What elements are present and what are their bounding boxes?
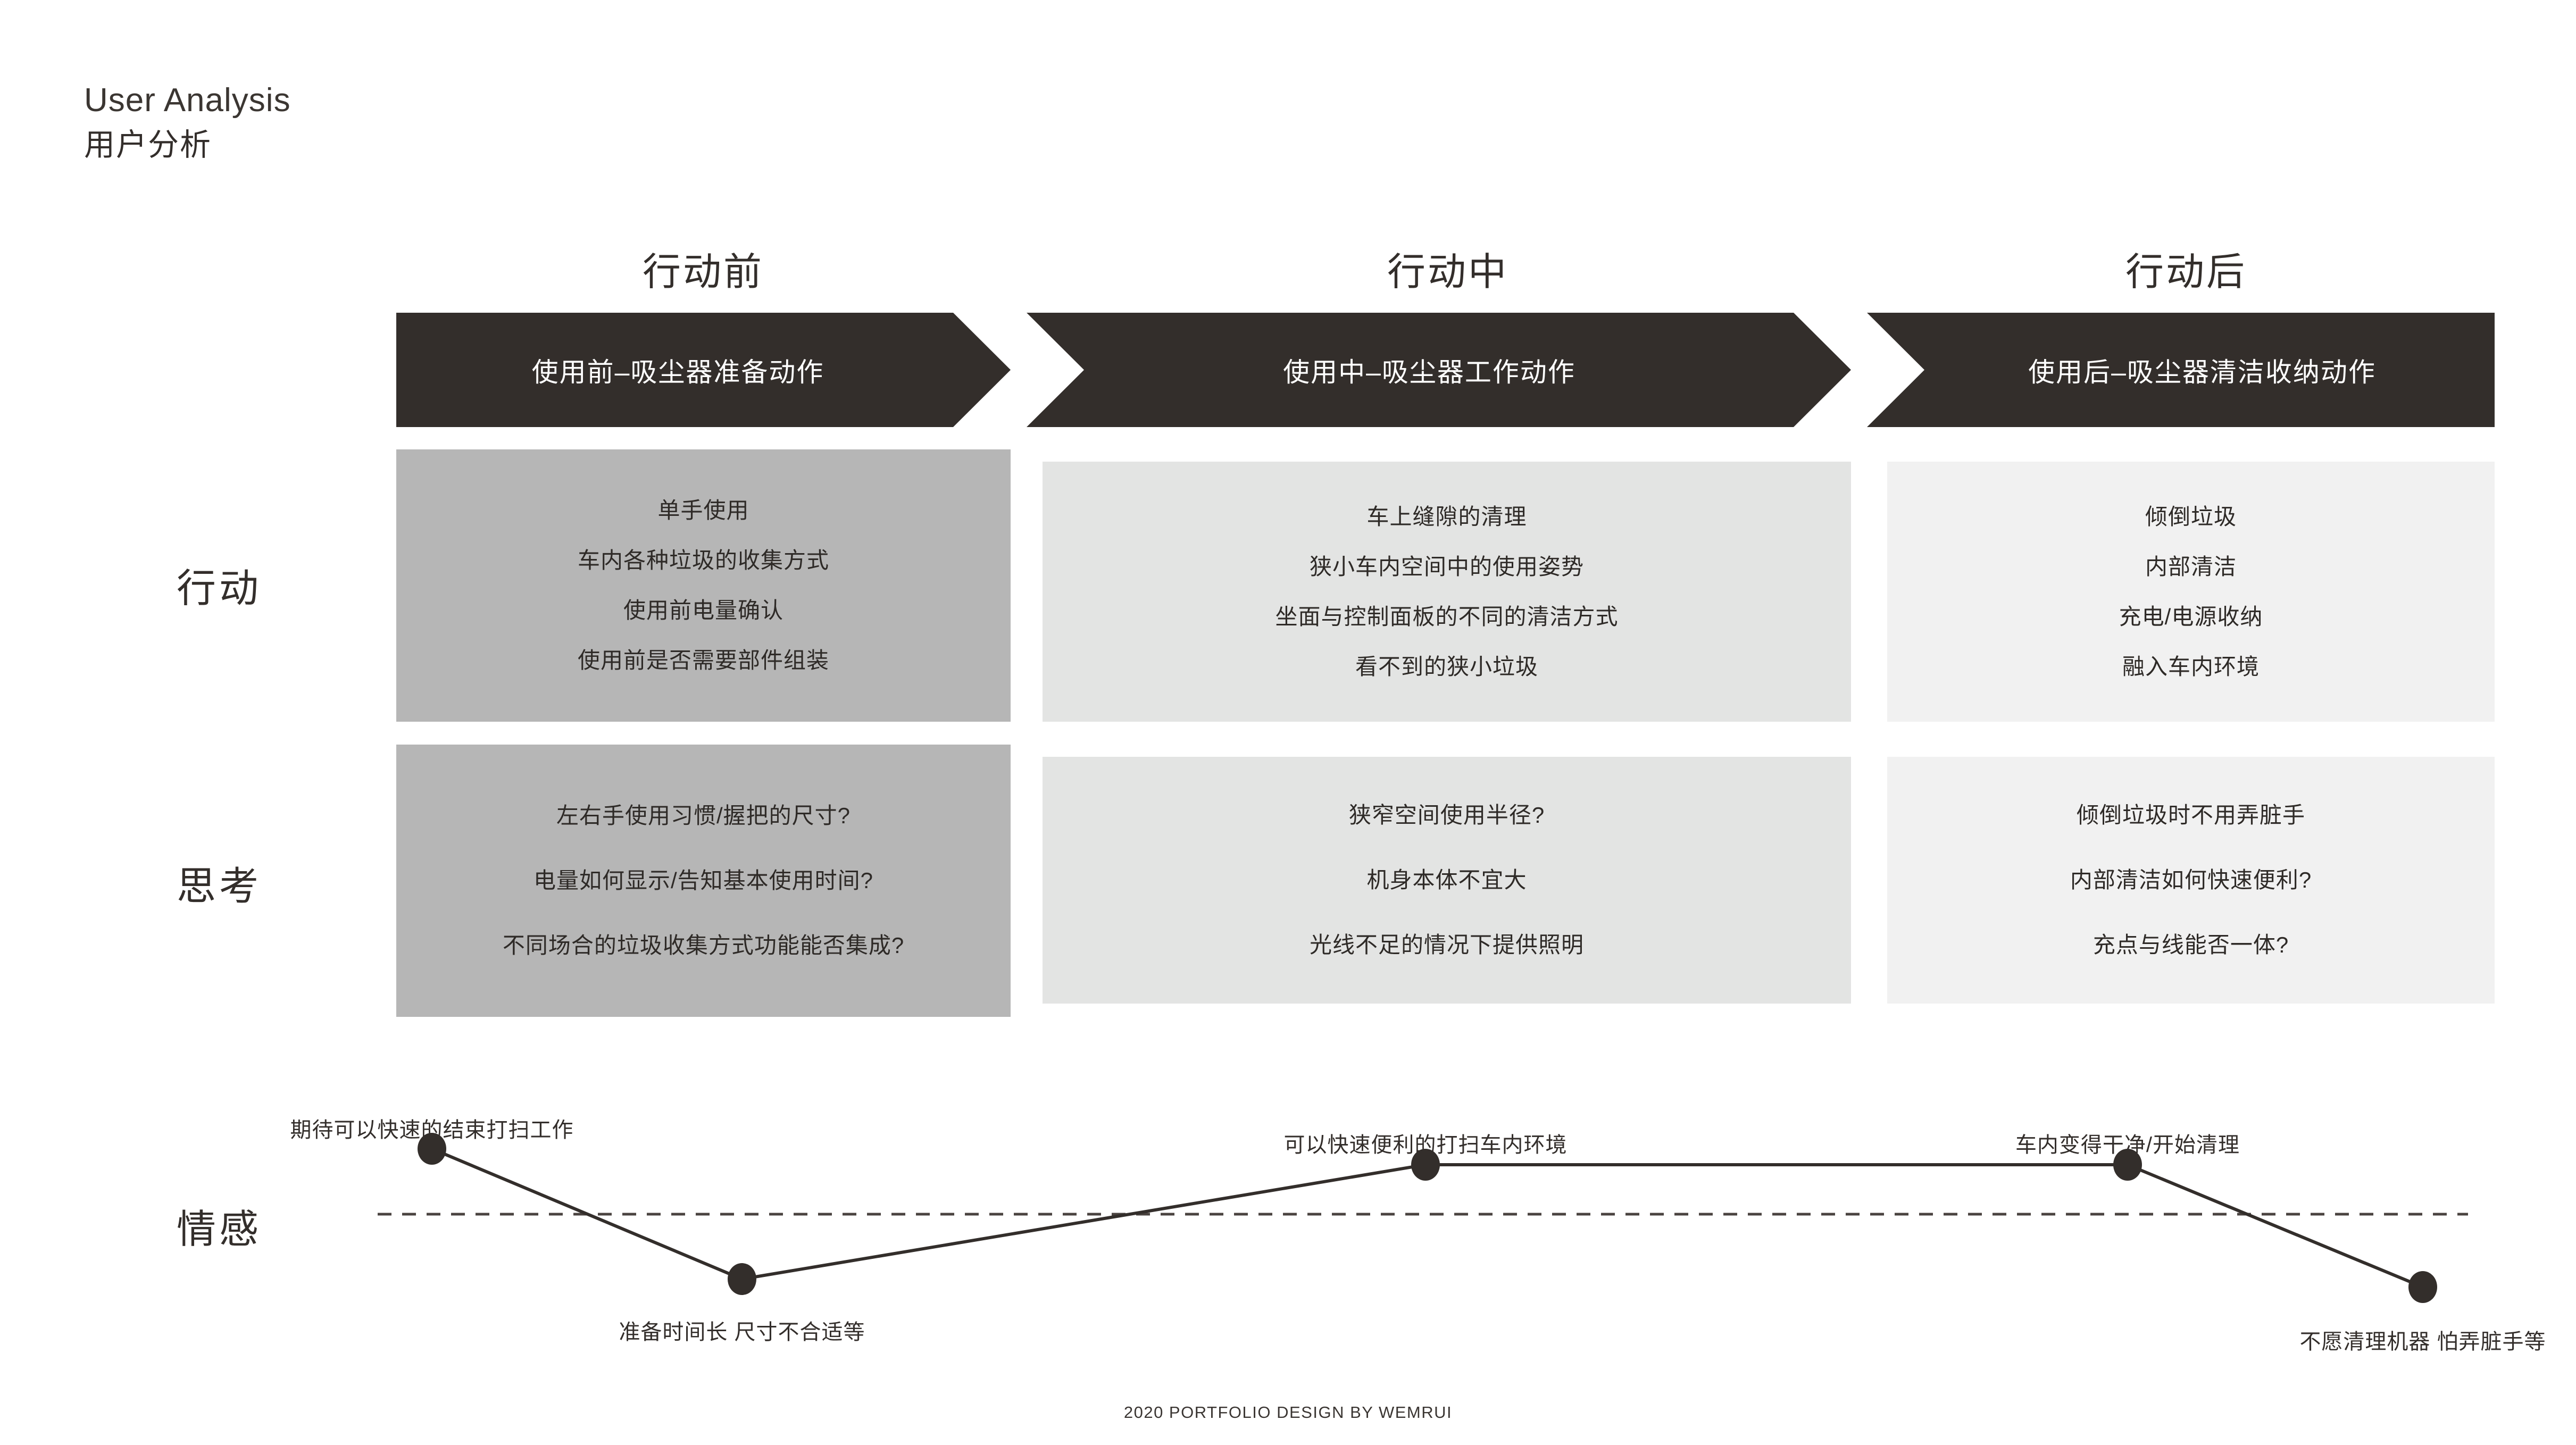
action-item: 看不到的狭小垃圾: [1355, 654, 1538, 679]
emotion-point-label: 可以快速便利的打扫车内环境: [1283, 1133, 1568, 1157]
row-label-emotion: 情感: [177, 1207, 262, 1251]
stage-heading-before: 行动前: [642, 251, 764, 294]
thinking-cell-after: 倾倒垃圾时不用弄脏手 内部清洁如何快速便利? 充点与线能否一体?: [1887, 757, 2495, 1004]
chevron-stage-before[interactable]: 使用前–吸尘器准备动作: [396, 313, 1011, 427]
chevron-stage-during[interactable]: 使用中–吸尘器工作动作: [1027, 313, 1851, 427]
thinking-item: 光线不足的情况下提供照明: [1309, 932, 1584, 957]
row-label-thinking: 思考: [177, 864, 262, 908]
emotion-point-label: 车内变得干净/开始清理: [2015, 1133, 2240, 1157]
emotion-point-label: 准备时间长 尺寸不合适等: [619, 1321, 865, 1344]
thinking-item: 狭窄空间使用半径?: [1348, 803, 1545, 828]
page-title-english: User Analysis: [84, 82, 291, 119]
emotion-data-point[interactable]: [728, 1263, 756, 1295]
action-item: 使用前电量确认: [623, 598, 783, 623]
action-item: 单手使用: [657, 498, 749, 523]
thinking-cell-before: 左右手使用习惯/握把的尺寸? 电量如何显示/告知基本使用时间? 不同场合的垃圾收…: [396, 745, 1011, 1017]
page-title-block: User Analysis 用户分析: [84, 80, 563, 166]
emotion-data-point[interactable]: [418, 1133, 446, 1165]
chevron-label-after: 使用后–吸尘器清洁收纳动作: [2028, 357, 2376, 387]
chevron-stage-after[interactable]: 使用后–吸尘器清洁收纳动作: [1867, 313, 2495, 427]
thinking-item: 内部清洁如何快速便利?: [2070, 867, 2312, 892]
action-item: 车上缝隙的清理: [1366, 504, 1527, 529]
thinking-item: 不同场合的垃圾收集方式功能能否集成?: [502, 933, 905, 958]
action-item: 充电/电源收纳: [2119, 604, 2263, 629]
emotion-data-point[interactable]: [1411, 1149, 1440, 1181]
thinking-item: 倾倒垃圾时不用弄脏手: [2076, 803, 2305, 828]
emotion-point-label: 期待可以快速的结束打扫工作: [290, 1118, 574, 1142]
stage-chevron-band: 使用前–吸尘器准备动作 使用中–吸尘器工作动作 使用后–吸尘器清洁收纳动作: [0, 313, 2576, 427]
emotion-line-svg: [378, 1133, 2468, 1303]
action-cell-after: 倾倒垃圾 内部清洁 充电/电源收纳 融入车内环境: [1887, 462, 2495, 722]
chevron-label-before: 使用前–吸尘器准备动作: [531, 357, 824, 387]
footer-credit: 2020 PORTFOLIO DESIGN BY WEMRUI: [1123, 1403, 1453, 1422]
thinking-item: 电量如何显示/告知基本使用时间?: [533, 868, 874, 893]
page-title-chinese: 用户分析: [84, 127, 212, 162]
emotion-point-label: 不愿清理机器 怕弄脏手等: [2299, 1330, 2546, 1354]
action-cell-before: 单手使用 车内各种垃圾的收集方式 使用前电量确认 使用前是否需要部件组装: [396, 449, 1011, 722]
action-item: 倾倒垃圾: [2145, 504, 2237, 529]
thinking-item: 机身本体不宜大: [1366, 867, 1527, 892]
action-cell-during: 车上缝隙的清理 狭小车内空间中的使用姿势 坐面与控制面板的不同的清洁方式 看不到…: [1043, 462, 1851, 722]
emotion-data-point[interactable]: [2113, 1149, 2142, 1181]
stage-heading-after: 行动后: [2125, 251, 2247, 294]
action-item: 坐面与控制面板的不同的清洁方式: [1275, 604, 1619, 629]
chevron-label-during: 使用中–吸尘器工作动作: [1283, 357, 1575, 387]
emotion-data-points: [418, 1133, 2437, 1303]
emotion-data-point[interactable]: [2408, 1271, 2437, 1303]
row-label-action: 行动: [177, 566, 262, 611]
action-item: 车内各种垃圾的收集方式: [577, 548, 829, 573]
stage-heading-during: 行动中: [1387, 251, 1509, 294]
emotion-journey-chart: 期待可以快速的结束打扫工作 准备时间长 尺寸不合适等 可以快速便利的打扫车内环境…: [0, 1074, 2576, 1404]
action-item: 使用前是否需要部件组装: [577, 648, 829, 673]
thinking-cell-during: 狭窄空间使用半径? 机身本体不宜大 光线不足的情况下提供照明: [1043, 757, 1851, 1004]
action-item: 狭小车内空间中的使用姿势: [1309, 554, 1584, 579]
action-item: 融入车内环境: [2122, 654, 2260, 679]
action-item: 内部清洁: [2145, 554, 2237, 579]
thinking-item: 左右手使用习惯/握把的尺寸?: [556, 803, 851, 828]
thinking-item: 充点与线能否一体?: [2093, 932, 2289, 957]
